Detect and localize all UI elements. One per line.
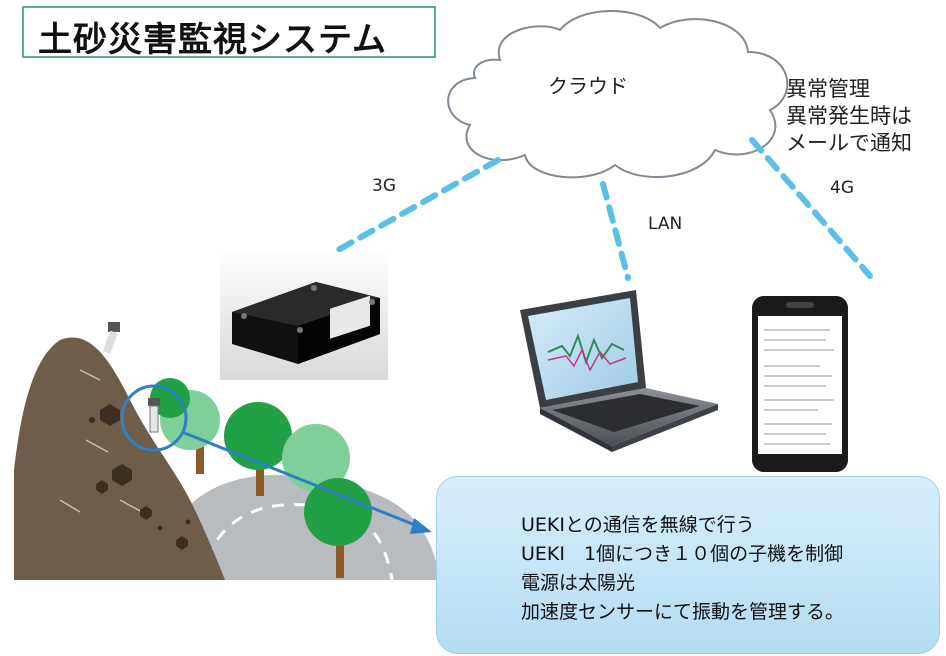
pointer-arrow (181, 430, 432, 534)
cloud-shape (447, 10, 789, 179)
controller-device (220, 252, 388, 380)
info-text: UEKIとの通信を無線で行う UEKI 1個につき１０個の子機を制御 電源は太陽… (521, 511, 844, 627)
alert-line-3: メールで通知 (786, 131, 912, 155)
laptop-computer (520, 290, 718, 452)
link-4g-label: 4G (830, 178, 854, 198)
cloud-label: クラウド (548, 74, 628, 98)
link-lan-line (600, 181, 631, 281)
sensor-highlight (120, 384, 188, 452)
mountain (14, 322, 225, 580)
smartphone (752, 296, 848, 472)
info-box: UEKIとの通信を無線で行う UEKI 1個につき１０個の子機を制御 電源は太陽… (436, 476, 940, 654)
mountain-sensor (102, 322, 120, 355)
network-links (335, 137, 873, 281)
alert-line-2: 異常発生時は (786, 104, 912, 128)
info-line-4: 加速度センサーにて振動を管理する。 (521, 601, 845, 623)
info-line-3: 電源は太陽光 (521, 572, 636, 594)
link-3g-line (335, 157, 501, 253)
page-title: 土砂災害監視システム (38, 20, 387, 60)
title-box: 土砂災害監視システム (22, 6, 436, 60)
trees (150, 378, 372, 578)
link-4g-line (749, 137, 873, 279)
alert-text-block: 異常管理 異常発生時は メールで通知 (786, 76, 912, 157)
info-line-2: UEKI 1個につき１０個の子機を制御 (521, 543, 844, 565)
link-lan-label: LAN (648, 214, 683, 234)
alert-line-1: 異常管理 (786, 77, 870, 101)
info-line-1: UEKIとの通信を無線で行う (521, 514, 755, 536)
link-3g-label: 3G (372, 176, 396, 196)
